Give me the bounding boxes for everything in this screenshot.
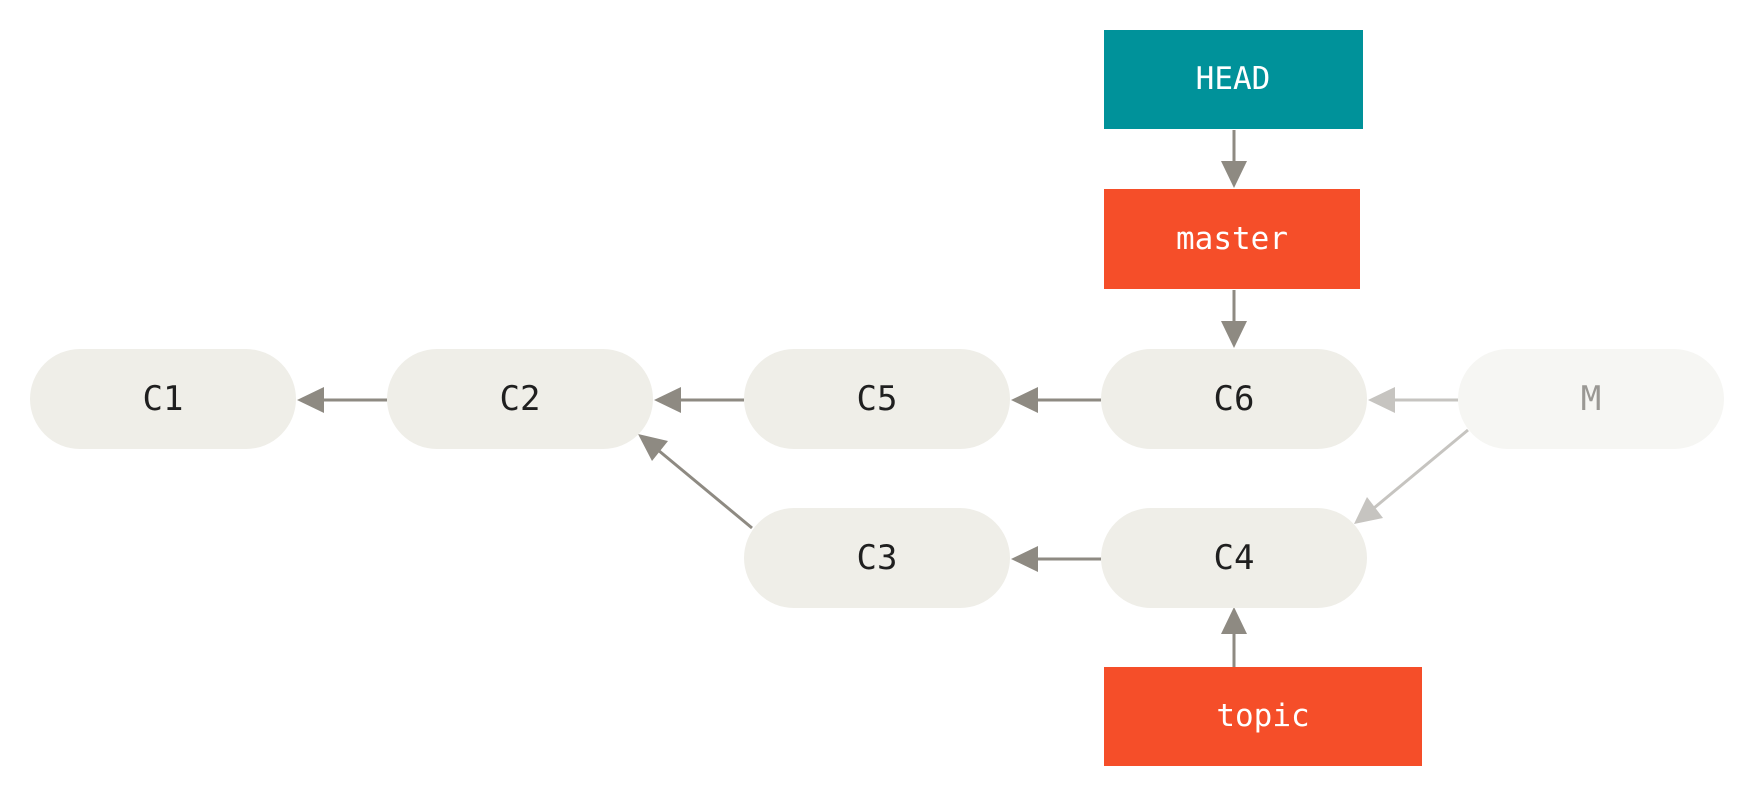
- commit-c4-pill: [1101, 508, 1367, 608]
- commit-c5: C5: [744, 349, 1010, 449]
- commit-c1-label: C1: [143, 379, 184, 419]
- ref-master-box: [1104, 189, 1360, 289]
- arrowhead-topic-to-c4: [1221, 607, 1247, 634]
- arrowhead-c4-to-c3: [1011, 546, 1038, 572]
- ref-head-box: [1104, 30, 1363, 129]
- commit-c2: C2: [387, 349, 653, 449]
- ref-master-label: master: [1176, 221, 1288, 257]
- ref-topic: topic: [1104, 667, 1422, 766]
- commit-m-pill: [1458, 349, 1724, 449]
- arrowhead-master-to-c6: [1221, 321, 1247, 348]
- ref-topic-box: [1104, 667, 1422, 766]
- commit-c3-label: C3: [857, 538, 898, 578]
- commit-c6-pill: [1101, 349, 1367, 449]
- arrowhead-m-to-c4: [1354, 497, 1383, 524]
- arrowhead-head-to-master: [1221, 161, 1247, 188]
- arrowhead-m-to-c6: [1368, 387, 1395, 413]
- commit-c6-label: C6: [1214, 379, 1255, 419]
- ref-head: HEAD: [1104, 30, 1363, 129]
- commit-c3-pill: [744, 508, 1010, 608]
- commit-c6: C6: [1101, 349, 1367, 449]
- commit-c2-pill: [387, 349, 653, 449]
- commit-c4-label: C4: [1214, 538, 1255, 578]
- commit-m-label: M: [1581, 379, 1601, 419]
- ref-topic-label: topic: [1216, 698, 1309, 734]
- arrowhead-c3-to-c2: [638, 434, 668, 461]
- arrowhead-c2-to-c1: [297, 387, 324, 413]
- arrowhead-c6-to-c5: [1011, 387, 1038, 413]
- ref-head-label: HEAD: [1196, 61, 1271, 97]
- arrow-c3-to-c2: [657, 448, 753, 530]
- commit-m: M: [1458, 349, 1724, 449]
- commit-c2-label: C2: [500, 379, 541, 419]
- arrowhead-c5-to-c2: [654, 387, 681, 413]
- commit-c5-pill: [744, 349, 1010, 449]
- connectors: [297, 130, 1469, 667]
- arrow-m-to-c4: [1373, 428, 1469, 510]
- commit-c4: C4: [1101, 508, 1367, 608]
- commit-c1: C1: [30, 349, 296, 449]
- ref-master: master: [1104, 189, 1360, 289]
- commit-c5-label: C5: [857, 379, 898, 419]
- commit-c1-pill: [30, 349, 296, 449]
- commit-c3: C3: [744, 508, 1010, 608]
